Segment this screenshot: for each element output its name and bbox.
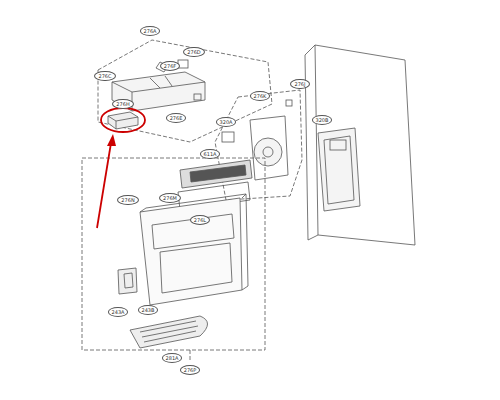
callout-number: 243B: [138, 305, 159, 315]
callout-number: 276C: [94, 71, 115, 81]
callout-number: 276H: [112, 99, 133, 109]
arrow-head: [107, 134, 116, 146]
callout-number: 276D: [183, 47, 204, 57]
callout-number: 276A: [140, 26, 161, 36]
callout-number: 320A: [216, 117, 237, 127]
callout-number: 281A: [162, 353, 183, 363]
callout-number: 276M: [159, 193, 181, 203]
callout-number: 276F: [160, 61, 180, 71]
callout-number: 276L: [190, 215, 210, 225]
callout-number: 276N: [117, 195, 138, 205]
callout-number: 276E: [166, 113, 187, 123]
callout-number: 276J: [290, 79, 309, 89]
callout-number: 276P: [180, 365, 201, 375]
callout-number: 243A: [108, 307, 129, 317]
callout-number: 276K: [250, 91, 271, 101]
callout-number: 611A: [200, 149, 221, 159]
